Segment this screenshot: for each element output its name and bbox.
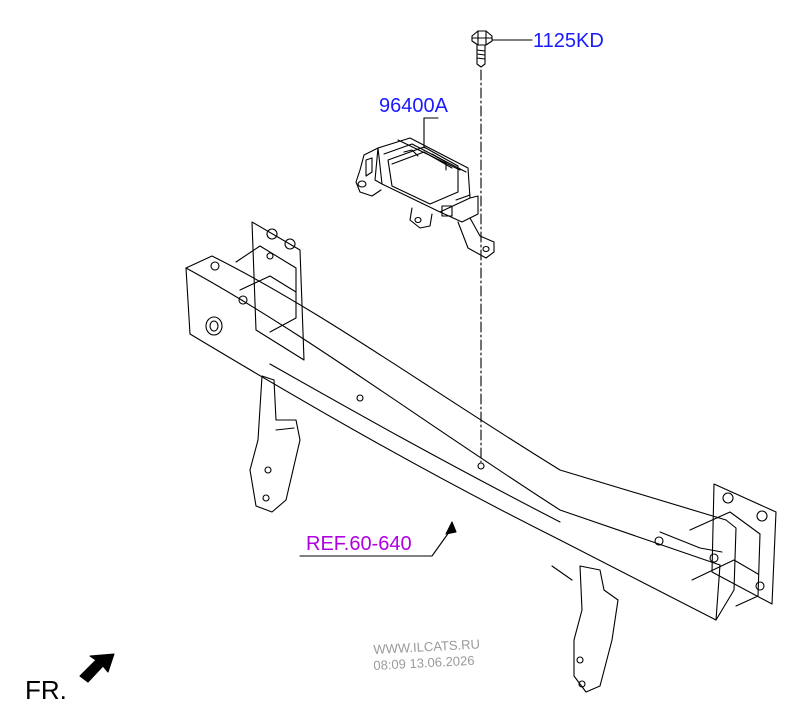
ref-arrowhead-icon <box>445 521 457 535</box>
right-crash-box-part[interactable] <box>551 483 777 693</box>
radar-sensor-part[interactable] <box>355 117 495 259</box>
bumper-beam-part[interactable] <box>185 255 737 621</box>
left-crash-box-part[interactable] <box>235 221 305 513</box>
reference-label[interactable]: REF.60-640 <box>306 533 412 555</box>
bolt-part-number[interactable]: 1125KD <box>533 30 604 52</box>
radar-part-number[interactable]: 96400A <box>379 95 448 117</box>
front-direction-arrow-icon <box>79 653 115 683</box>
front-indicator-label: FR. <box>25 675 67 705</box>
bolt-part[interactable] <box>471 30 493 68</box>
ref-leader-line <box>299 527 453 557</box>
